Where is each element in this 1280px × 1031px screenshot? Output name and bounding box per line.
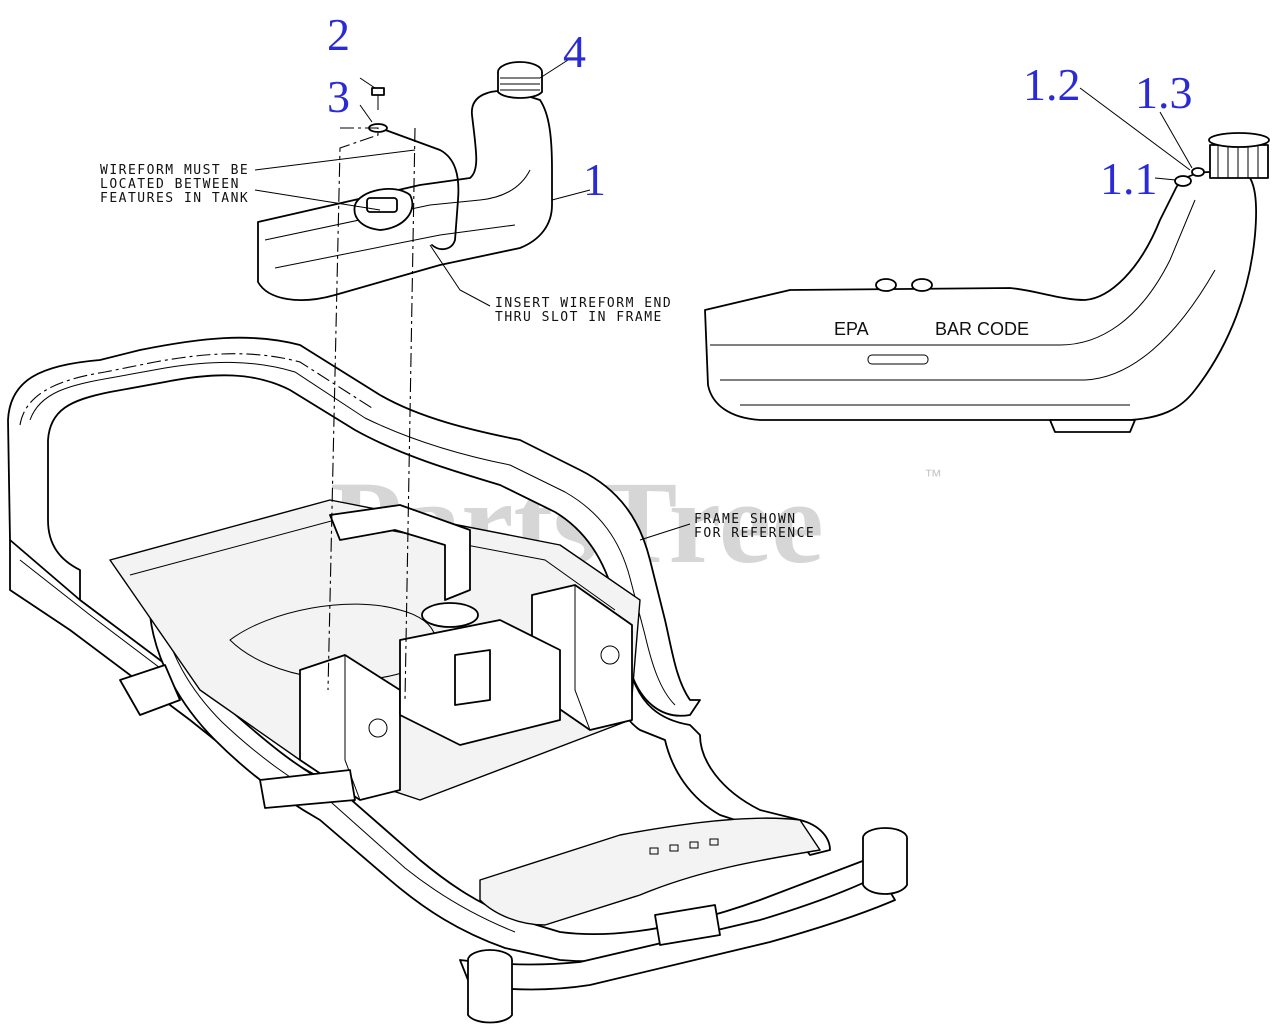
chassis-hole bbox=[421, 602, 479, 628]
note-wireform-line2: LOCATED BETWEEN bbox=[100, 177, 240, 192]
front-deck-plate bbox=[479, 817, 821, 926]
deck-holes bbox=[649, 838, 719, 855]
note-frame-line1: FRAME SHOWN bbox=[694, 512, 797, 527]
alignment-lines bbox=[327, 127, 416, 701]
center-slot bbox=[454, 649, 491, 706]
callout-4: 4 bbox=[563, 26, 586, 77]
callout-1-2: 1.2 bbox=[1023, 59, 1081, 110]
note-insert-line1: INSERT WIREFORM END bbox=[495, 296, 672, 311]
watermark-trademark: ™ bbox=[924, 466, 942, 486]
detail-tank-boss-1 bbox=[875, 278, 897, 292]
detail-tank-boss-2 bbox=[911, 278, 933, 292]
hardware-screw bbox=[368, 87, 388, 133]
note-wireform-line1: WIREFORM MUST BE bbox=[100, 163, 249, 178]
mower-frame bbox=[7, 336, 908, 1024]
callout-numbers: 2 3 4 1 1.2 1.3 1.1 bbox=[327, 9, 1193, 205]
callout-1-1: 1.1 bbox=[1100, 153, 1158, 204]
note-wireform-line3: FEATURES IN TANK bbox=[100, 191, 249, 206]
callout-1: 1 bbox=[583, 154, 606, 205]
note-frame-line2: FOR REFERENCE bbox=[694, 526, 815, 541]
fuel-tank-installed bbox=[257, 61, 553, 301]
notes: WIREFORM MUST BE LOCATED BETWEEN FEATURE… bbox=[100, 163, 815, 541]
detail-tank-body bbox=[704, 171, 1258, 421]
fuel-cap bbox=[497, 61, 543, 99]
detail-tank-foot bbox=[1049, 419, 1136, 433]
caster-post-right bbox=[862, 838, 908, 895]
mount-tab-bottom bbox=[654, 904, 721, 946]
leader-lines bbox=[254, 59, 1193, 541]
mount-tab-front bbox=[259, 769, 356, 809]
part-1-1-grommet bbox=[1174, 175, 1192, 187]
seat-bracket bbox=[329, 504, 471, 601]
part-1-2-valve bbox=[1191, 167, 1205, 177]
fuel-tank-detail: EPA BAR CODE bbox=[704, 132, 1270, 433]
callout-2: 2 bbox=[327, 9, 350, 60]
callout-3: 3 bbox=[327, 71, 350, 122]
tank-top-tab bbox=[366, 197, 398, 213]
detail-filler-neck bbox=[1208, 132, 1270, 179]
barcode-label: BAR CODE bbox=[935, 319, 1029, 339]
note-insert-line2: THRU SLOT IN FRAME bbox=[495, 310, 663, 325]
callout-1-3: 1.3 bbox=[1135, 67, 1193, 118]
mount-tab-left bbox=[119, 664, 181, 716]
wireform bbox=[379, 127, 460, 251]
epa-label: EPA bbox=[834, 319, 869, 339]
caster-post-left bbox=[467, 960, 513, 1024]
detail-tank-slot bbox=[867, 354, 929, 365]
